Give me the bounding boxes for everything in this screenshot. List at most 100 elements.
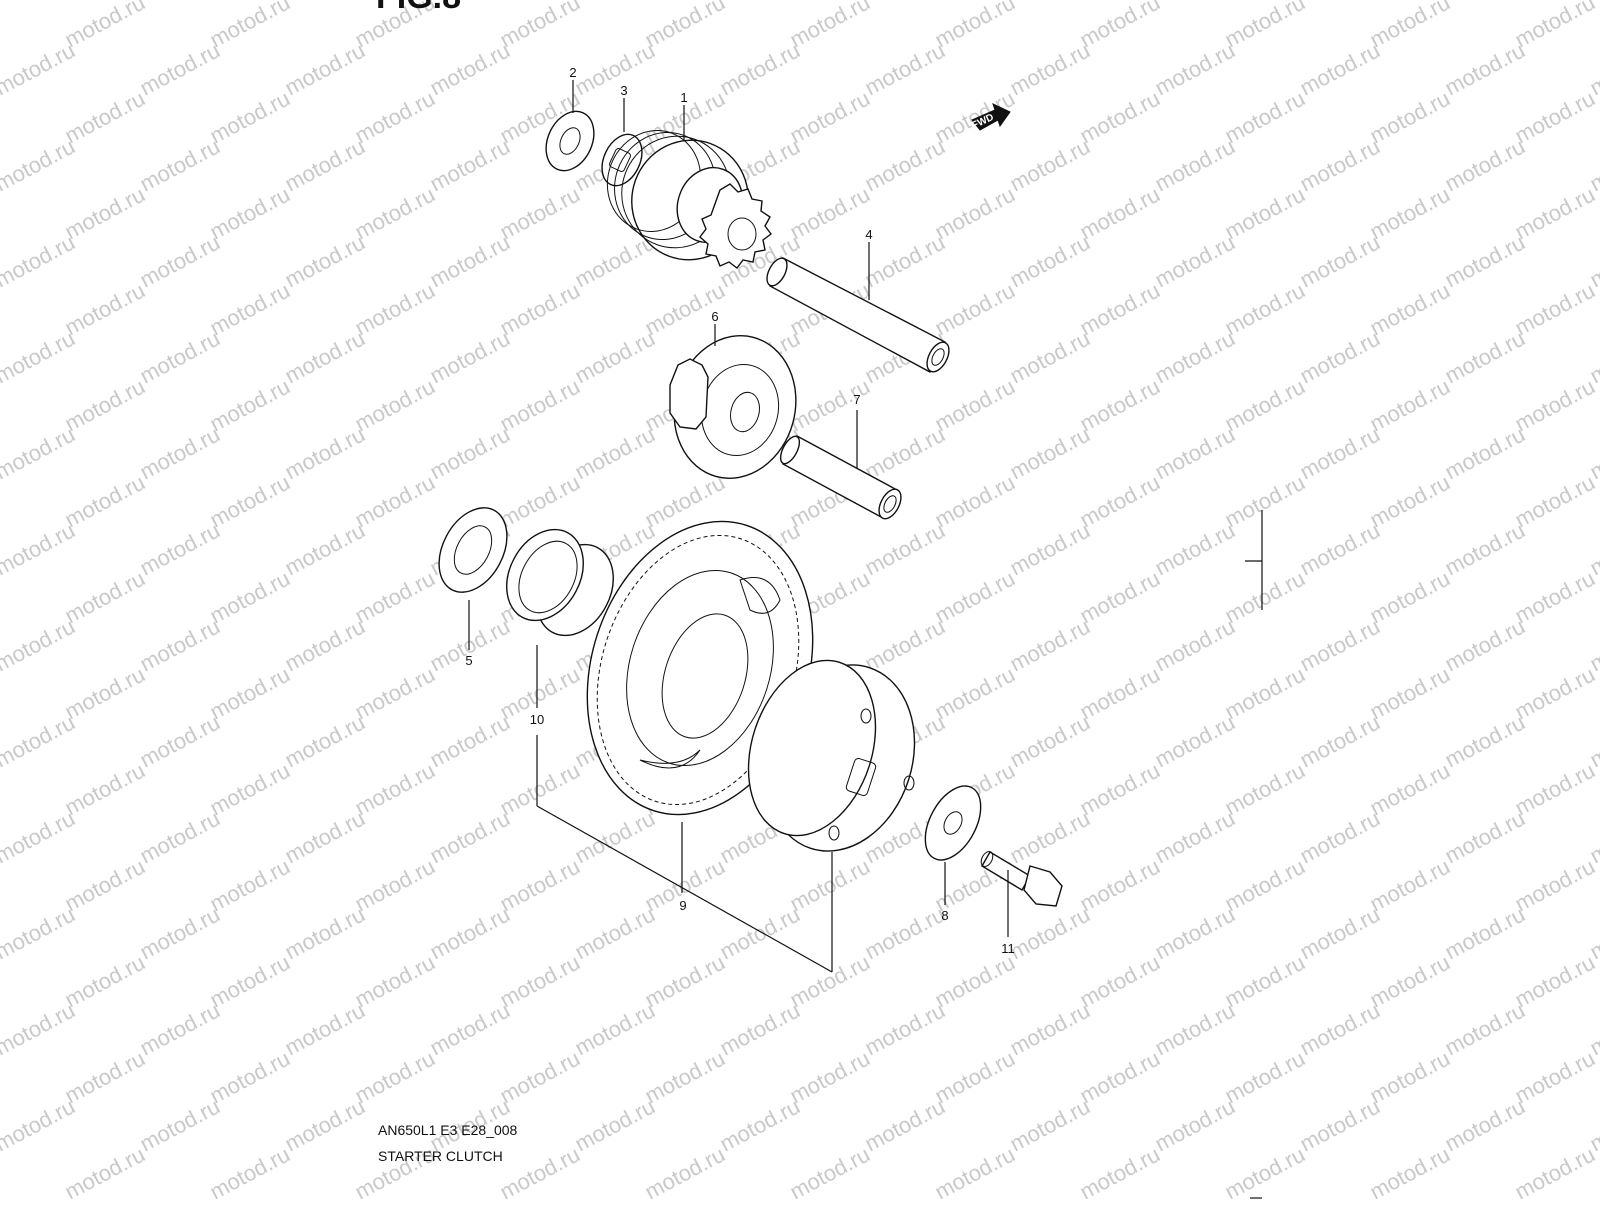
watermark-text: motod.ru [1296,806,1384,869]
watermark-text: motod.ru [716,38,804,101]
part-6-idle-gear-2[interactable] [658,322,811,492]
watermark-text: motod.ru [496,950,584,1013]
watermark-text: motod.ru [1296,0,1384,4]
callout-2[interactable]: 2 [569,65,576,80]
watermark-text: motod.ru [716,0,804,4]
watermark-text: motod.ru [1511,182,1599,245]
part-2-washer[interactable] [537,104,603,179]
watermark-text: motod.ru [206,566,294,629]
watermark-text: motod.ru [281,710,369,773]
watermark-text: motod.ru [426,806,514,869]
watermark-text: motod.ru [1296,230,1384,293]
watermark-text: motod.ru [281,902,369,965]
watermark-text: motod.ru [496,1142,584,1200]
watermark-text: motod.ru [1511,854,1599,917]
callout-5[interactable]: 5 [465,653,472,668]
part-5-washer[interactable] [425,496,520,604]
watermark-text: motod.ru [426,710,514,773]
watermark-text: motod.ru [496,0,584,52]
watermark-text: motod.ru [1296,614,1384,677]
watermark-text: motod.ru [61,0,149,52]
callout-9[interactable]: 9 [679,898,686,913]
watermark-text: motod.ru [1366,374,1454,437]
watermark-text: motod.ru [136,1094,224,1157]
watermark-text: motod.ru [136,0,224,4]
watermark-text: motod.ru [931,278,1019,341]
watermark-text: motod.ru [1151,422,1239,485]
watermark-text: motod.ru [496,470,584,533]
watermark-text: motod.ru [571,806,659,869]
watermark-text: motod.ru [1076,566,1164,629]
watermark-text: motod.ru [426,38,514,101]
watermark-text: motod.ru [1441,806,1529,869]
watermark-text: motod.ru [496,278,584,341]
watermark-text: motod.ru [1366,1046,1454,1109]
watermark-text: motod.ru [1366,854,1454,917]
watermark-text: motod.ru [351,1046,439,1109]
watermark-text: motod.ru [1366,86,1454,149]
watermark-text: motod.ru [1441,614,1529,677]
part-10-needle-bearing[interactable] [492,516,629,649]
watermark-text: motod.ru [1006,518,1094,581]
watermark-text: motod.ru [1511,374,1599,437]
watermark-text: motod.ru [0,806,79,869]
watermark-text: motod.ru [136,134,224,197]
watermark-text: motod.ru [1006,230,1094,293]
callout-1[interactable]: 1 [680,90,687,105]
watermark-text: motod.ru [206,662,294,725]
part-8-washer[interactable] [914,777,992,869]
watermark-text: motod.ru [0,0,79,4]
watermark-text: motod.ru [1441,902,1529,965]
figure-heading: FIG.8 [376,0,461,17]
watermark-text: motod.ru [786,854,874,917]
callout-4[interactable]: 4 [865,227,872,242]
watermark-text: motod.ru [571,998,659,1061]
watermark-text: motod.ru [0,1094,79,1157]
callout-10[interactable]: 10 [530,712,544,727]
callout-11[interactable]: 11 [1001,941,1015,956]
watermark-text: motod.ru [351,758,439,821]
part-9-clutch-housing[interactable] [727,644,938,871]
watermark-text: motod.ru [281,326,369,389]
watermark-text: motod.ru [1151,902,1239,965]
watermark-text: motod.ru [641,0,729,52]
watermark-text: motod.ru [931,470,1019,533]
watermark-text: motod.ru [1441,1094,1529,1157]
watermark-text: motod.ru [1221,1046,1309,1109]
watermark-text: motod.ru [1366,470,1454,533]
watermark-text: motod.ru [1221,86,1309,149]
part-1-idle-gear[interactable] [593,117,772,276]
watermark-text: motod.ru [931,1142,1019,1200]
callout-7[interactable]: 7 [853,392,860,407]
watermark-text: motod.ru [861,230,949,293]
watermark-text: motod.ru [206,182,294,245]
watermark-text: motod.ru [861,0,949,4]
watermark-text: motod.ru [571,1094,659,1157]
watermark-text: motod.ru [351,182,439,245]
watermark-text: motod.ru [281,806,369,869]
watermark-text: motod.ru [931,566,1019,629]
watermark-text: motod.ru [206,0,294,52]
part-11-bolt[interactable] [979,850,1063,907]
watermark-text: motod.ru [786,86,874,149]
part-4-shaft[interactable] [763,255,954,375]
watermark-text: motod.ru [861,902,949,965]
watermark-text: motod.ru [1296,38,1384,101]
watermark-text: motod.ru [0,230,79,293]
watermark-text: motod.ru [1151,518,1239,581]
callout-3[interactable]: 3 [620,83,627,98]
watermark-text: motod.ru [1151,614,1239,677]
watermark-text: motod.ru [1151,806,1239,869]
watermark-text: motod.ru [0,998,79,1061]
callout-6[interactable]: 6 [711,309,718,324]
callout-8[interactable]: 8 [941,908,948,923]
part-7-shaft[interactable] [777,433,906,522]
watermark-text: motod.ru [1511,470,1599,533]
watermark-text: motod.ru [0,614,79,677]
watermark-text: motod.ru [1151,998,1239,1061]
watermark-text: motod.ru [281,614,369,677]
watermark-text: motod.ru [426,902,514,965]
watermark-text: motod.ru [1076,662,1164,725]
watermark-text: motod.ru [786,0,874,52]
watermark-text: motod.ru [136,902,224,965]
